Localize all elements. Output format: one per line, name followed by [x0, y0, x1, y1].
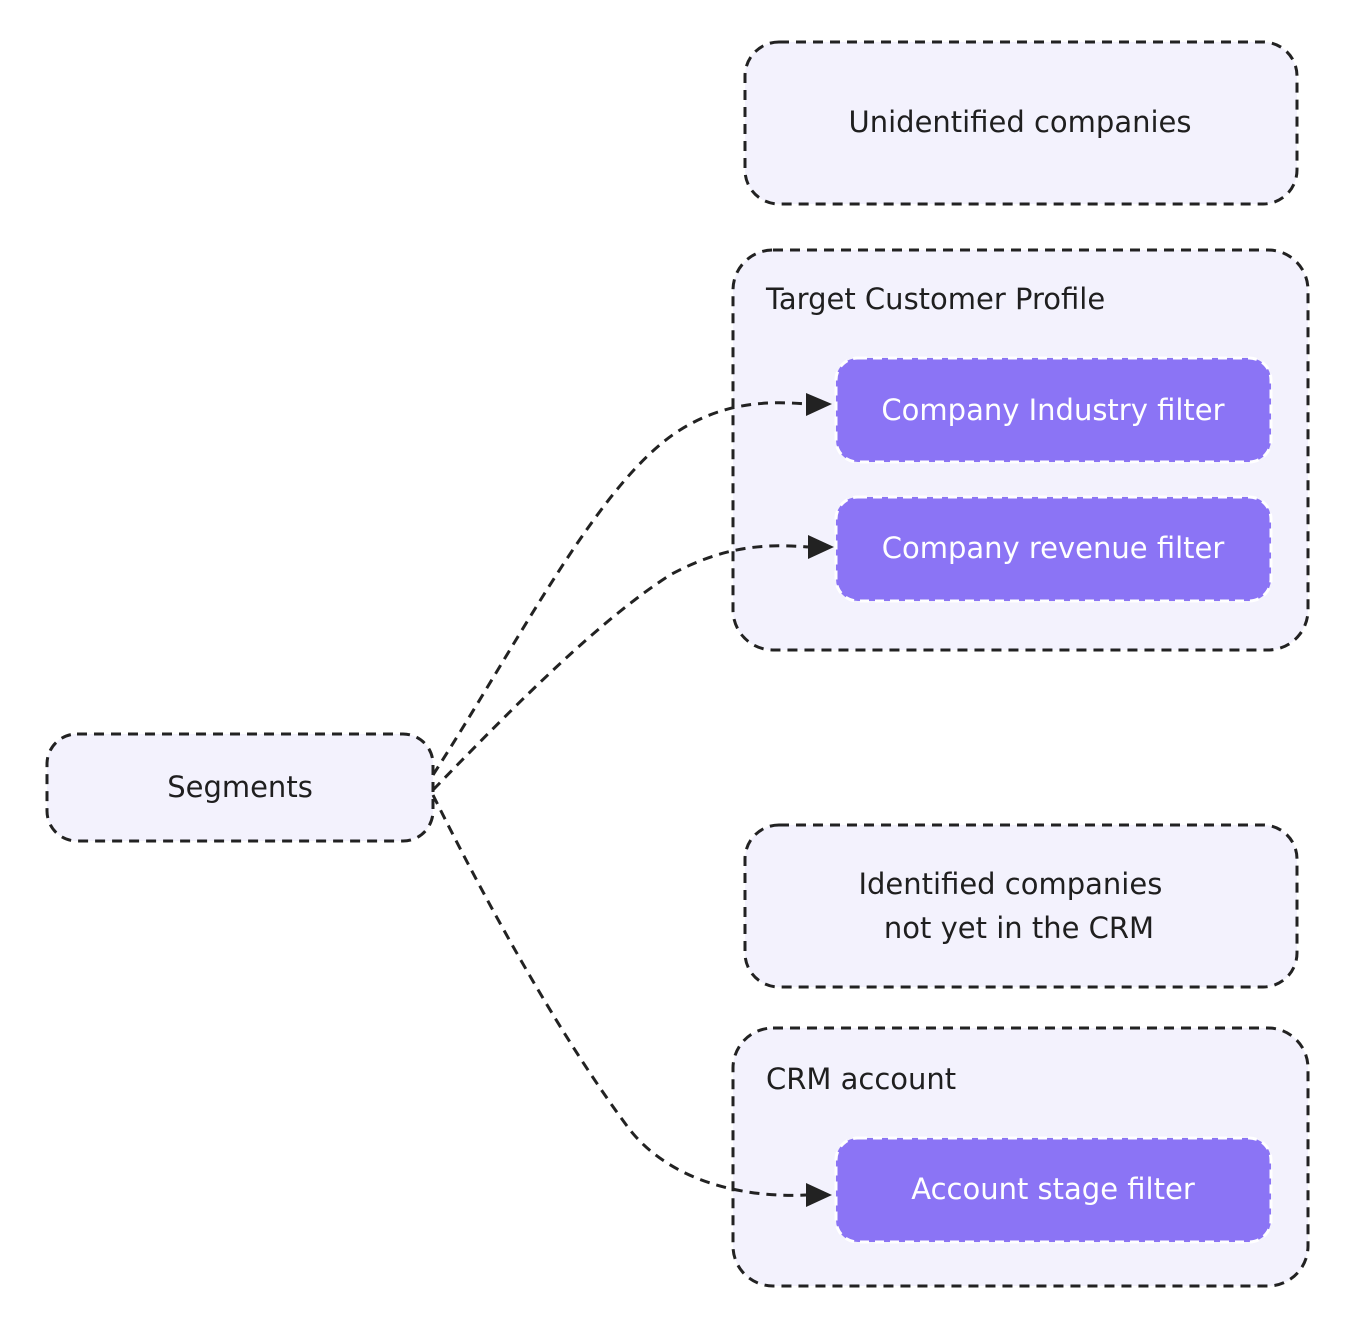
edge-segments-to-account-stage-filter-line	[431, 794, 807, 1197]
group-target-customer-profile-title: Target Customer Profile	[765, 282, 1105, 316]
node-account-stage-filter[interactable]: Account stage filter	[834, 1136, 1273, 1244]
edge-segments-to-industry-filter-line	[431, 401, 807, 776]
edge-segments-to-account-stage-filter	[431, 794, 832, 1207]
node-identified-companies-line-1: Identified companies	[858, 867, 1162, 901]
node-segments-box	[45, 732, 435, 843]
node-account-stage-filter-box	[834, 1136, 1273, 1244]
node-account-stage-filter-label: Account stage filter	[911, 1172, 1195, 1206]
arrowhead-icon	[806, 393, 832, 416]
node-segments[interactable]: Segments	[45, 732, 435, 843]
edge-segments-to-revenue-filter-line	[431, 544, 809, 792]
node-company-revenue-filter-label: Company revenue filter	[882, 531, 1225, 565]
node-company-revenue-filter[interactable]: Company revenue filter	[834, 495, 1273, 603]
node-identified-companies-line-2: not yet in the CRM	[884, 911, 1154, 945]
arrowhead-icon	[808, 535, 834, 559]
node-unidentified-companies-label: Unidentified companies	[849, 105, 1192, 139]
edge-segments-to-industry-filter	[431, 393, 832, 776]
node-unidentified-companies[interactable]: Unidentified companies	[743, 40, 1299, 206]
node-company-revenue-filter-box	[834, 495, 1273, 603]
node-identified-companies-box	[743, 823, 1299, 989]
node-unidentified-companies-box	[743, 40, 1299, 206]
node-company-industry-filter[interactable]: Company Industry filter	[834, 356, 1273, 464]
group-crm-account-title: CRM account	[766, 1062, 956, 1096]
node-company-industry-filter-box	[834, 356, 1273, 464]
edge-segments-to-revenue-filter	[431, 535, 834, 792]
arrowhead-icon	[806, 1183, 832, 1207]
node-company-industry-filter-label: Company Industry filter	[881, 393, 1224, 427]
node-segments-label: Segments	[167, 770, 313, 804]
node-identified-companies[interactable]: Identified companies not yet in the CRM	[743, 823, 1299, 989]
node-identified-companies-label: Identified companies not yet in the CRM	[858, 867, 1171, 945]
